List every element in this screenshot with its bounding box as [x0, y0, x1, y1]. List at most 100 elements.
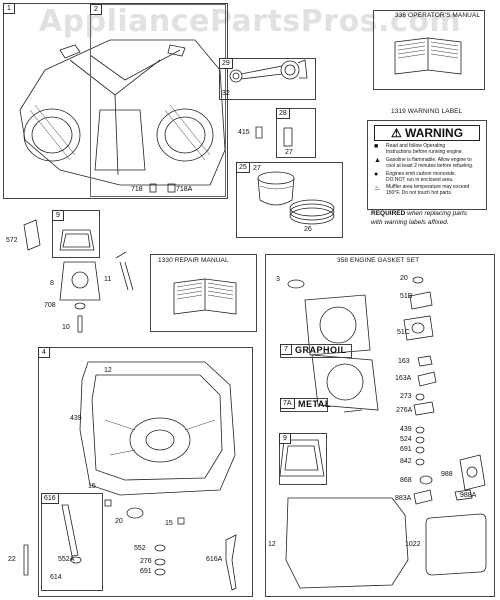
- governor-shaft-616: [61, 504, 79, 557]
- part-label: 12: [268, 541, 276, 548]
- tag-9-set: 9: [279, 433, 291, 444]
- repair-manual-frame: [150, 254, 257, 332]
- part-label: 276: [140, 558, 152, 565]
- gasket-9-top: [59, 229, 95, 251]
- part-label: 552: [134, 545, 146, 552]
- part-label: 273: [400, 393, 412, 400]
- part-label: 988A: [460, 492, 477, 499]
- part-label: 708: [44, 302, 56, 309]
- head-gasket-top: [304, 294, 371, 356]
- gasket-1022: [425, 513, 487, 576]
- seal-20a: [126, 507, 144, 519]
- cover-988: [459, 454, 486, 491]
- tag-25: 25: [236, 162, 250, 173]
- tag-7: 7: [280, 344, 292, 355]
- hot-surface-icon: ♨: [374, 185, 381, 192]
- part-label: 22: [8, 556, 16, 563]
- part-label: 20: [115, 518, 123, 525]
- part-label: 842: [400, 458, 412, 465]
- part-label: 276A: [396, 407, 413, 414]
- piston-drawing: [257, 171, 335, 225]
- part-label: 11: [104, 276, 112, 283]
- frame-9-top: [52, 210, 100, 258]
- part-label: 15: [165, 520, 173, 527]
- warning-label-title: 1319 WARNING LABEL: [391, 108, 463, 115]
- frame-25: [236, 162, 343, 238]
- warning-required-line1: REQUIRED when replacing parts: [371, 210, 468, 217]
- part-label: 51B: [400, 293, 413, 300]
- tag-7a: 7A: [280, 398, 295, 409]
- bolt-22: [23, 544, 29, 576]
- operators-manual-frame: [373, 10, 485, 90]
- crankcase-drawing: [79, 361, 236, 525]
- warning-line-7: Muffler area temperature may exceed: [386, 184, 470, 190]
- part-label: 8: [50, 280, 54, 287]
- warning-line-6: DO NOT run in enclosed area.: [386, 177, 454, 183]
- part-label: 718A: [176, 186, 193, 193]
- part-label: 27: [253, 165, 261, 172]
- warning-required-line2: with warning labels affixed.: [371, 219, 449, 226]
- part-label: 27: [285, 149, 293, 156]
- tag-28: 28: [276, 108, 290, 119]
- warning-label-card: ⚠ WARNING Read and follow Operating Inst…: [367, 120, 487, 210]
- part-label: 552A: [58, 556, 75, 563]
- fire-icon: ▲: [374, 157, 381, 164]
- repair-manual-title: 1330 REPAIR MANUAL: [158, 257, 229, 264]
- operators-manual-book: [394, 37, 462, 75]
- gasket-set-frame: [265, 254, 495, 597]
- metal-label: METAL: [298, 399, 331, 409]
- dowel-pin-718a: [167, 183, 176, 193]
- frame-29: [219, 58, 316, 100]
- part-label: 439: [400, 426, 412, 433]
- graphoil-label: GRAPHOIL: [295, 345, 347, 355]
- part-label: 691: [400, 446, 412, 453]
- seal-708: [74, 302, 86, 310]
- connecting-rod-drawing: [229, 59, 308, 83]
- part-label: 415: [238, 129, 250, 136]
- frame-616: [41, 493, 103, 591]
- part-label: 163: [398, 358, 410, 365]
- part-label: 691: [140, 568, 152, 575]
- bracket-572: [23, 219, 41, 251]
- part-label: 3: [276, 276, 280, 283]
- pin-15a: [104, 499, 112, 507]
- tag-2: 2: [90, 4, 102, 15]
- gasket-set-title: 358 ENGINE GASKET SET: [337, 257, 420, 264]
- repair-manual-book: [173, 278, 237, 315]
- piston-pin-28: [283, 127, 293, 147]
- frame-2: [90, 4, 226, 197]
- frame-28: [276, 108, 316, 158]
- breather-8: [59, 261, 101, 301]
- fitting-415: [255, 126, 263, 139]
- part-label: 439: [70, 415, 82, 422]
- frame-4: [38, 347, 253, 597]
- part-label: 868: [400, 477, 412, 484]
- part-label: 614: [50, 574, 62, 581]
- part-label: 10: [62, 324, 70, 331]
- part-label: 12: [104, 367, 112, 374]
- cylinder-block-drawing: [19, 39, 226, 186]
- frame-9-set: [279, 433, 327, 485]
- operators-manual-title: 336 OPERATOR'S MANUAL: [395, 12, 481, 19]
- part-label: 572: [6, 237, 18, 244]
- tag-4: 4: [38, 347, 50, 358]
- warning-line-2: Instructions before running engine.: [386, 149, 463, 155]
- tag-29: 29: [219, 58, 233, 69]
- warning-line-1: Read and follow Operating: [386, 143, 446, 149]
- part-label: 524: [400, 436, 412, 443]
- part-label: 15: [88, 483, 96, 490]
- tag-9-top: 9: [52, 210, 64, 221]
- lever-616a: [225, 534, 237, 591]
- watermark: AppliancePartsPros.com: [38, 4, 462, 39]
- part-label: 32: [222, 90, 230, 97]
- warning-line-5: Engines emit carbon monoxide.: [386, 171, 457, 177]
- gasket-9-set: [279, 439, 325, 477]
- screw-10: [77, 315, 83, 333]
- part-label: 26: [304, 226, 312, 233]
- dowel-pin-718: [149, 183, 157, 193]
- warning-line-4: cool at least 2 minutes before refueling…: [386, 163, 474, 169]
- warning-heading: ⚠ WARNING: [374, 125, 480, 141]
- part-label: 20: [400, 275, 408, 282]
- part-label: 1022: [405, 541, 421, 548]
